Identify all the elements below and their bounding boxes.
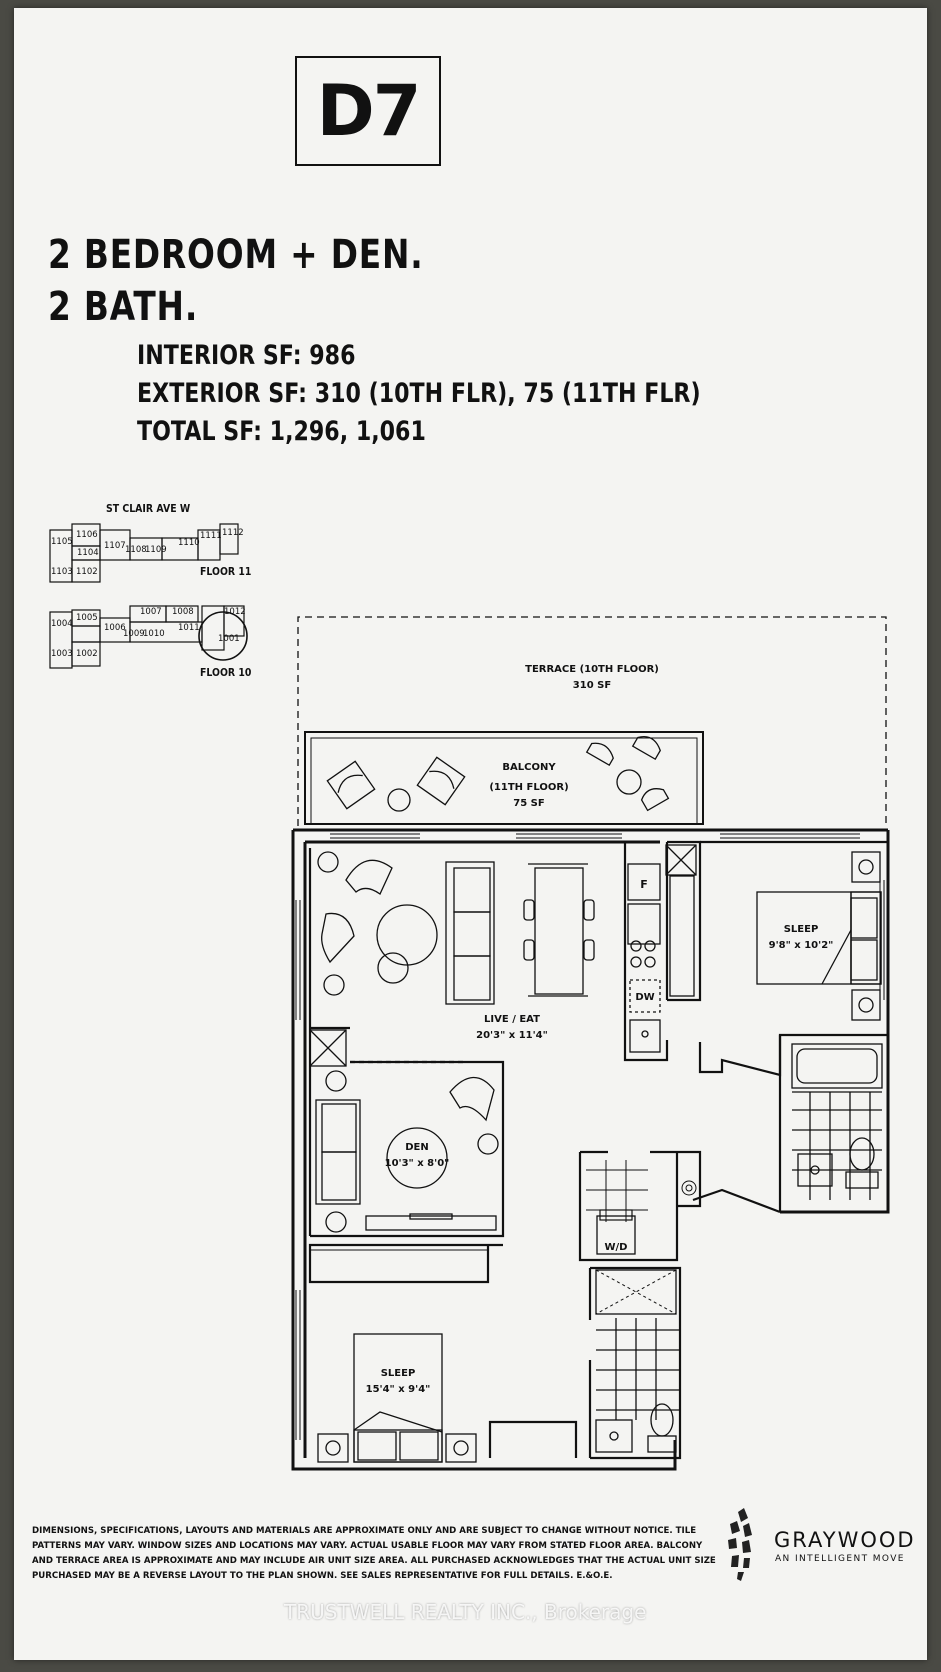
sleep1-label: SLEEP bbox=[784, 924, 819, 935]
headline-baths: 2 BATH. bbox=[48, 284, 199, 330]
live-eat-label: LIVE / EAT bbox=[484, 1014, 540, 1025]
legal-disclaimer: Dimensions, specifications, layouts and … bbox=[32, 1526, 716, 1581]
unit-label: 1009 bbox=[123, 629, 145, 639]
den-dimensions: 10'3" x 8'0" bbox=[385, 1158, 450, 1169]
brand-block: GRAYWOOD AN INTELLIGENT MOVE bbox=[726, 1508, 916, 1580]
unit-label: 1002 bbox=[76, 649, 98, 659]
balcony-floor-label: (11TH FLOOR) bbox=[489, 782, 568, 793]
terrace-label: TERRACE (10TH FLOOR) bbox=[525, 664, 659, 675]
kitchen-fixtures bbox=[627, 844, 697, 1053]
living-furniture bbox=[317, 851, 595, 1005]
keyplan-floor11-units: 1105 1106 1104 1107 1108 1109 1110 1111 … bbox=[51, 528, 244, 577]
unit-label: 1111 bbox=[200, 531, 222, 541]
unit-label: 1106 bbox=[76, 530, 98, 540]
unit-label: 1007 bbox=[140, 607, 162, 617]
keyplan-floor11 bbox=[49, 523, 239, 583]
unit-label: 1105 bbox=[51, 537, 73, 547]
windows bbox=[295, 833, 885, 1440]
interior-sf: INTERIOR SF: 986 bbox=[137, 340, 356, 371]
unit-label: 1010 bbox=[143, 629, 165, 639]
unit-label: 1008 bbox=[172, 607, 194, 617]
brokerage-watermark: TRUSTWELL REALTY INC., Brokerage bbox=[284, 1600, 647, 1624]
unit-label: 1011 bbox=[178, 623, 200, 633]
unit-label: 1107 bbox=[104, 541, 126, 551]
keyplan-floor11-label: FLOOR 11 bbox=[200, 565, 252, 578]
den-furniture bbox=[315, 1070, 499, 1233]
dishwasher-label: DW bbox=[635, 992, 654, 1003]
bath1-fixtures bbox=[791, 1043, 883, 1200]
keyplan-floor10-units: 1004 1005 1006 1007 1008 1009 1010 1011 … bbox=[51, 607, 246, 659]
headline-bedrooms: 2 BEDROOM + DEN. bbox=[48, 232, 424, 278]
sleep2-furniture bbox=[317, 1333, 477, 1463]
sleep2-dimensions: 15'4" x 9'4" bbox=[366, 1384, 431, 1395]
unit-label: 1003 bbox=[51, 649, 73, 659]
unit-label: 1112 bbox=[222, 528, 244, 538]
den-label: DEN bbox=[405, 1142, 429, 1153]
total-sf: TOTAL SF: 1,296, 1,061 bbox=[137, 416, 426, 447]
unit-label: 1102 bbox=[76, 567, 98, 577]
sleep2-label: SLEEP bbox=[381, 1368, 416, 1379]
unit-label: 1006 bbox=[104, 623, 126, 633]
unit-label: 1104 bbox=[77, 548, 99, 558]
terrace-outline bbox=[297, 616, 887, 826]
unit-label: 1110 bbox=[178, 538, 200, 548]
exterior-sf: EXTERIOR SF: 310 (10TH FLR), 75 (11TH FL… bbox=[137, 378, 701, 409]
laundry-tiles bbox=[586, 1160, 697, 1255]
balcony-inner-edge bbox=[310, 737, 698, 825]
balcony-furniture bbox=[326, 736, 670, 812]
unit-label: 1103 bbox=[51, 567, 73, 577]
unit-code: D7 bbox=[295, 56, 441, 166]
washer-dryer-label: W/D bbox=[605, 1242, 628, 1253]
unit-label: 1012 bbox=[224, 607, 246, 617]
balcony-sf-label: 75 SF bbox=[513, 798, 544, 809]
sleep1-dimensions: 9'8" x 10'2" bbox=[769, 940, 834, 951]
mechanical-closet bbox=[309, 1029, 347, 1067]
unit-label: 1108 bbox=[125, 545, 147, 555]
sleep1-furniture bbox=[756, 851, 882, 1021]
unit-label: 1005 bbox=[76, 613, 98, 623]
keyplan-street-label: ST CLAIR AVE W bbox=[106, 502, 191, 515]
balcony-outline bbox=[304, 731, 704, 825]
brand-tagline: AN INTELLIGENT MOVE bbox=[775, 1554, 905, 1564]
unit-label: 1109 bbox=[145, 545, 167, 555]
brand-name: GRAYWOOD bbox=[774, 1528, 916, 1552]
balcony-label: BALCONY bbox=[502, 762, 556, 773]
terrace-sf-label: 310 SF bbox=[573, 680, 611, 691]
unit-label: 1004 bbox=[51, 619, 73, 629]
keyplan-floor10 bbox=[49, 605, 248, 669]
graywood-logo-icon bbox=[728, 1508, 752, 1581]
room-labels: TERRACE (10TH FLOOR) 310 SF BALCONY (11T… bbox=[366, 664, 834, 1395]
bath2-fixtures bbox=[595, 1269, 680, 1453]
fridge-label: F bbox=[640, 878, 648, 891]
unit-label: 1001 bbox=[218, 634, 240, 644]
keyplan-floor10-label: FLOOR 10 bbox=[200, 666, 252, 679]
live-eat-dimensions: 20'3" x 11'4" bbox=[476, 1030, 548, 1041]
